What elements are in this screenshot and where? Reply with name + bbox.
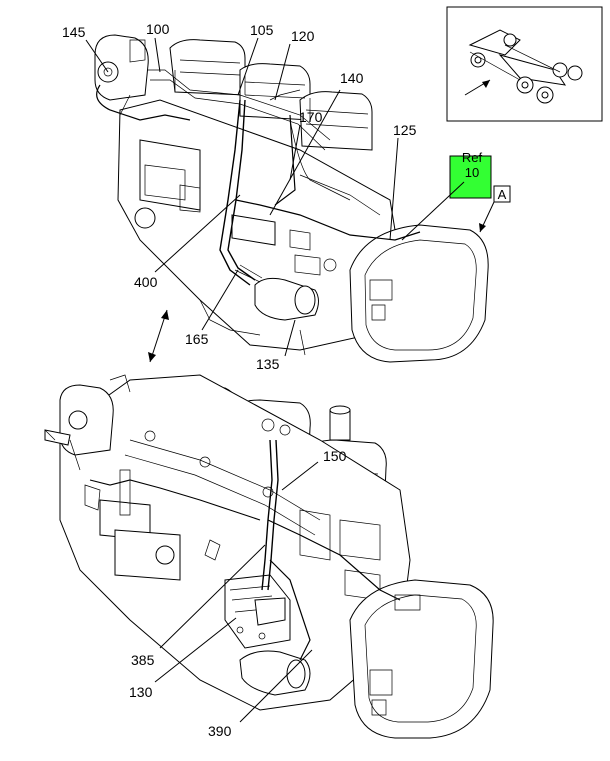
- callout-400: 400: [134, 274, 158, 290]
- ref-box: Ref 10: [449, 150, 492, 199]
- bottom-engine-drawing: [44, 374, 494, 739]
- view-marker: A: [479, 185, 511, 233]
- callout-labels: 145 100 105 120 140 170 125 400 165 135 …: [62, 21, 417, 739]
- callout-105: 105: [250, 22, 274, 38]
- inset-chassis-drawing: [468, 29, 583, 104]
- leader-lines: [85, 37, 465, 723]
- view-marker-label: A: [498, 187, 507, 202]
- callout-140: 140: [340, 70, 364, 86]
- view-link-arrow: [148, 309, 169, 363]
- callout-135: 135: [256, 356, 280, 372]
- callout-100: 100: [146, 21, 170, 37]
- ref-box-fill: [449, 155, 492, 199]
- inset-arrowhead: [482, 80, 490, 88]
- callout-130: 130: [129, 684, 153, 700]
- inset-view: [446, 6, 603, 122]
- callout-125: 125: [393, 122, 417, 138]
- callout-385: 385: [131, 652, 155, 668]
- callout-165: 165: [185, 331, 209, 347]
- callout-120: 120: [291, 28, 315, 44]
- callout-145: 145: [62, 24, 86, 40]
- top-engine-drawing: [94, 34, 489, 363]
- ref-label: Ref: [462, 150, 483, 165]
- callout-150: 150: [323, 448, 347, 464]
- callout-170: 170: [299, 109, 323, 125]
- callout-390: 390: [208, 723, 232, 739]
- ref-number: 10: [465, 165, 479, 180]
